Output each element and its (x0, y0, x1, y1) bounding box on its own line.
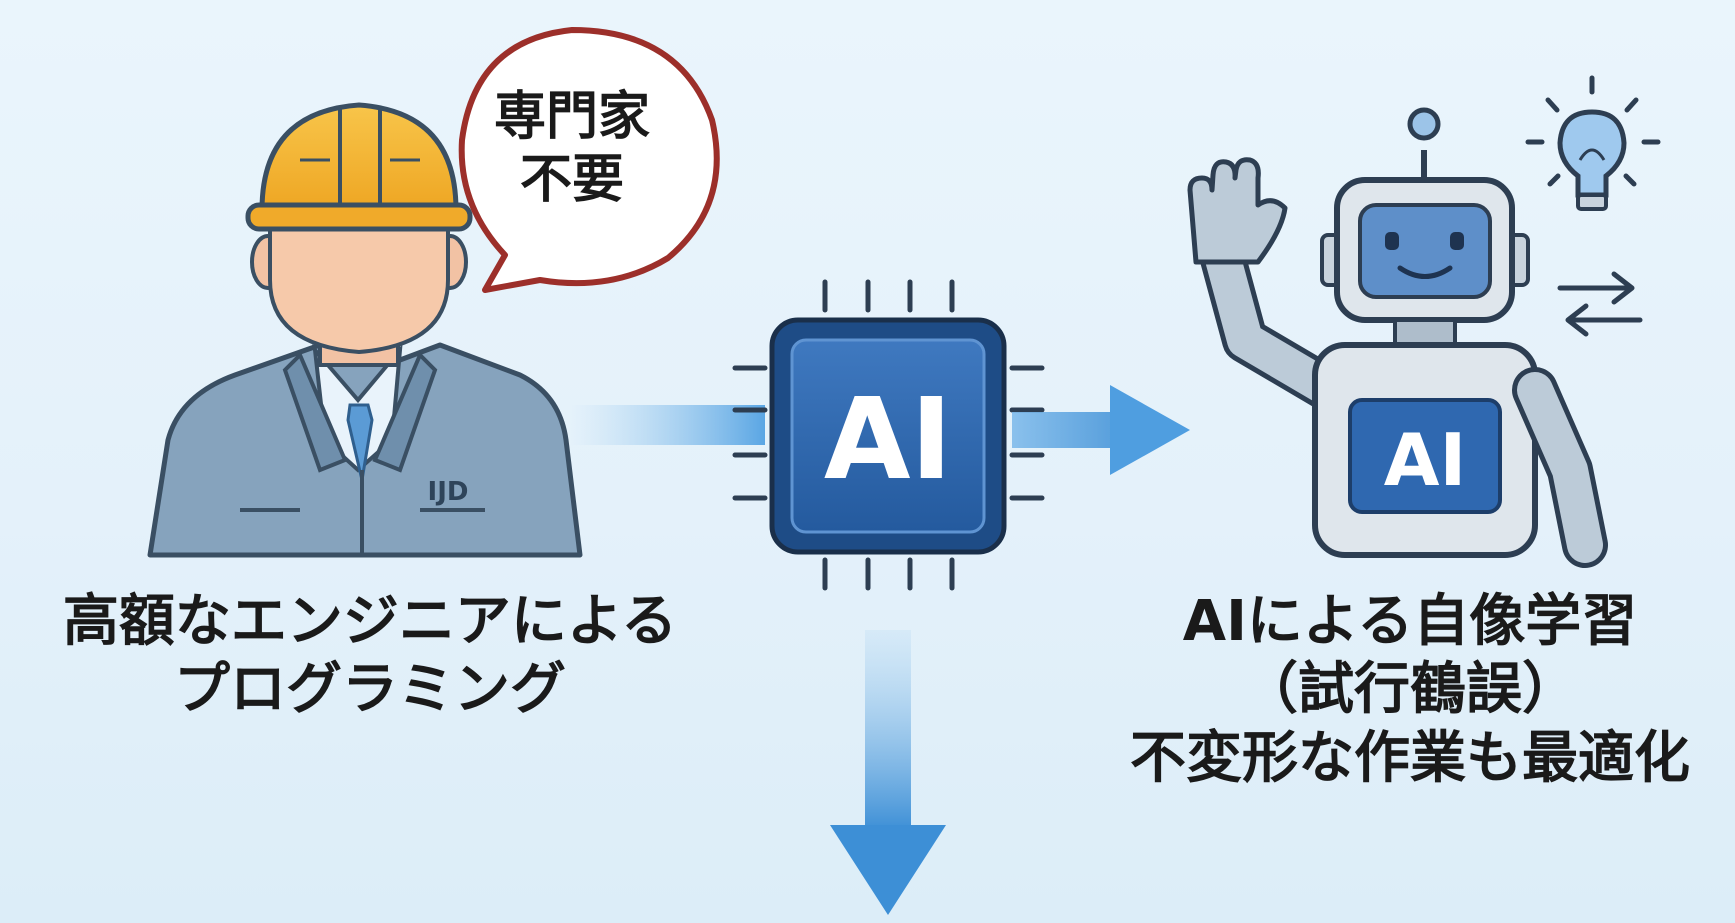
speech-bubble-text: 専門家 不要 (462, 86, 682, 213)
flow-arrow-chip-to-robot (1012, 385, 1190, 475)
speech-bubble-line: 専門家 (493, 87, 650, 147)
speech-bubble-line: 不要 (519, 150, 624, 211)
ai-caption-line: （試行鶴誤） (1242, 657, 1578, 723)
helmet-icon (245, 102, 473, 232)
speech-bubble (458, 27, 720, 293)
lightbulb-icon (1525, 75, 1661, 211)
flow-arrow-engineer-to-chip (570, 405, 765, 445)
exchange-arrows-icon (1557, 271, 1643, 337)
ai-caption-line: AIによる自像学習 (1182, 589, 1638, 654)
ai-caption-line: 不変形な作業も最適化 (1130, 725, 1690, 791)
ai-chip-label: AI (824, 375, 952, 505)
engineer-caption-line: プログラミング (174, 657, 566, 723)
engineer-chest-logo: IJD (428, 477, 469, 507)
engineer-caption: 高額なエンジニアによる プログラミング (25, 588, 715, 725)
engineer-figure (147, 213, 583, 558)
robot-icon (1187, 107, 1608, 568)
engineer-caption-line: 高額なエンジニアによる (62, 589, 678, 654)
ai-learning-caption: AIによる自像学習 （試行鶴誤） 不変形な作業も最適化 (1085, 588, 1735, 793)
robot-chest-label: AI (1384, 418, 1467, 502)
flow-arrow-down (830, 630, 946, 915)
ai-chip-icon (732, 279, 1045, 591)
